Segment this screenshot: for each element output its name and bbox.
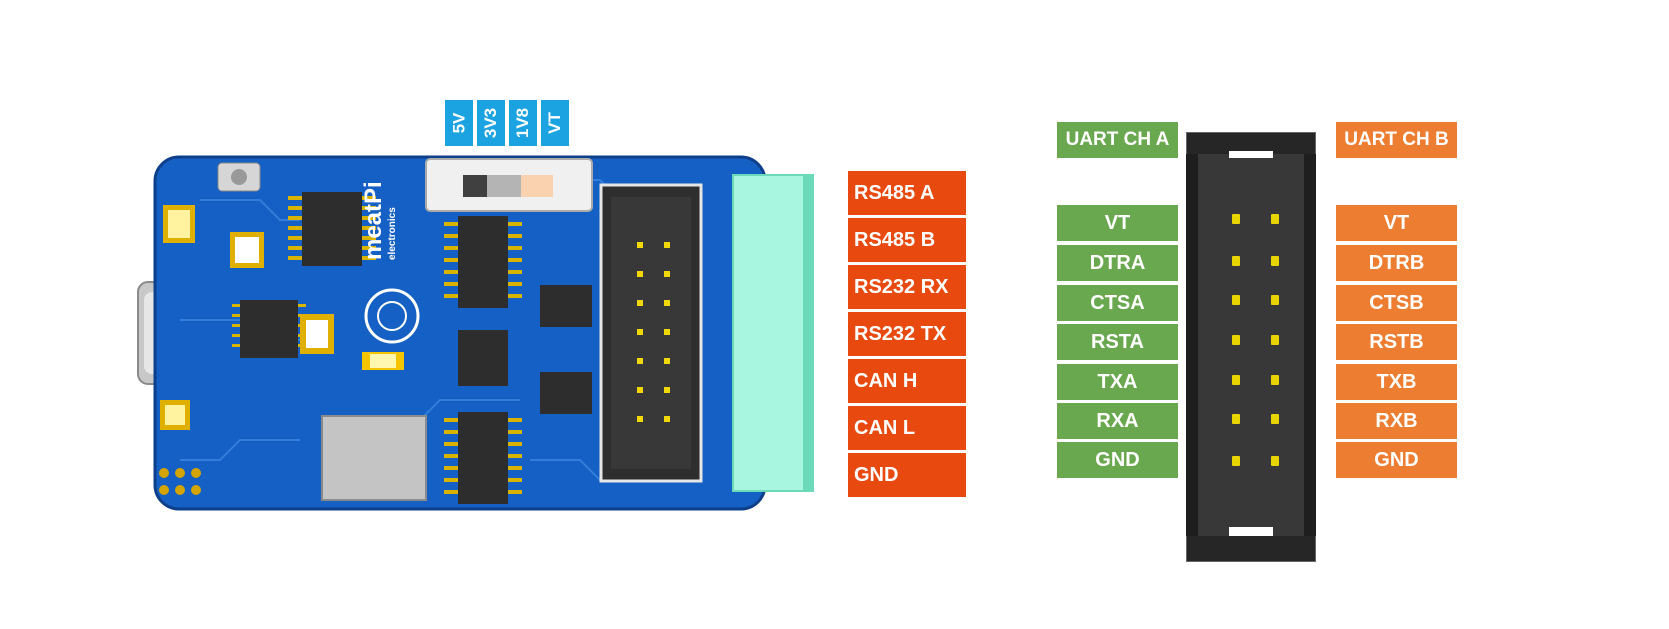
- uart-a-pin-gnd: GND: [1057, 442, 1178, 478]
- terminal-label-rs232-rx: RS232 RX: [848, 265, 966, 309]
- uart-a-pin-ctsa: CTSA: [1057, 285, 1178, 321]
- uart-a-pin-rsta: RSTA: [1057, 324, 1178, 360]
- header-pin: [1232, 256, 1240, 266]
- uart-b-pin-gnd: GND: [1336, 442, 1457, 478]
- uart-b-title: UART CH B: [1336, 122, 1457, 158]
- uart-a-title: UART CH A: [1057, 122, 1178, 158]
- voltage-tag-vt: VT: [541, 100, 569, 146]
- header-pin: [1271, 414, 1279, 424]
- header-pin: [1271, 335, 1279, 345]
- header-pin: [1271, 375, 1279, 385]
- uart-a-pin-dtra: DTRA: [1057, 245, 1178, 281]
- uart-b-pin-rxb: RXB: [1336, 403, 1457, 439]
- uart-b-pin-txb: TXB: [1336, 364, 1457, 400]
- voltage-tag-3v3: 3V3: [477, 100, 505, 146]
- terminal-label-rs485-a: RS485 A: [848, 171, 966, 215]
- uart-b-pin-ctsb: CTSB: [1336, 285, 1457, 321]
- header-pin: [1271, 295, 1279, 305]
- header-pin: [1232, 456, 1240, 466]
- board-logo: meatPi electronics: [360, 140, 402, 260]
- uart-b-pin-rstb: RSTB: [1336, 324, 1457, 360]
- terminal-label-can-h: CAN H: [848, 359, 966, 403]
- terminal-label-rs232-tx: RS232 TX: [848, 312, 966, 356]
- uart-a-pin-txa: TXA: [1057, 364, 1178, 400]
- terminal-label-gnd: GND: [848, 453, 966, 497]
- header-pin: [1232, 414, 1240, 424]
- header-pin: [1232, 335, 1240, 345]
- header-pin: [1271, 456, 1279, 466]
- uart-a-pin-vt: VT: [1057, 205, 1178, 241]
- board-logo-sub: electronics: [387, 207, 398, 260]
- header-pin: [1232, 295, 1240, 305]
- voltage-tag-1v8: 1V8: [509, 100, 537, 146]
- terminal-label-rs485-b: RS485 B: [848, 218, 966, 262]
- header-pin: [1271, 214, 1279, 224]
- header-pin: [1232, 214, 1240, 224]
- voltage-tag-5v: 5V: [445, 100, 473, 146]
- header-pin: [1232, 375, 1240, 385]
- header-pin: [1271, 256, 1279, 266]
- terminal-label-can-l: CAN L: [848, 406, 966, 450]
- pinout-header: [1186, 132, 1316, 562]
- uart-b-pin-vt: VT: [1336, 205, 1457, 241]
- board-header-pins: [637, 242, 670, 422]
- uart-a-pin-rxa: RXA: [1057, 403, 1178, 439]
- board-logo-brand: meatPi: [360, 181, 387, 260]
- uart-b-pin-dtrb: DTRB: [1336, 245, 1457, 281]
